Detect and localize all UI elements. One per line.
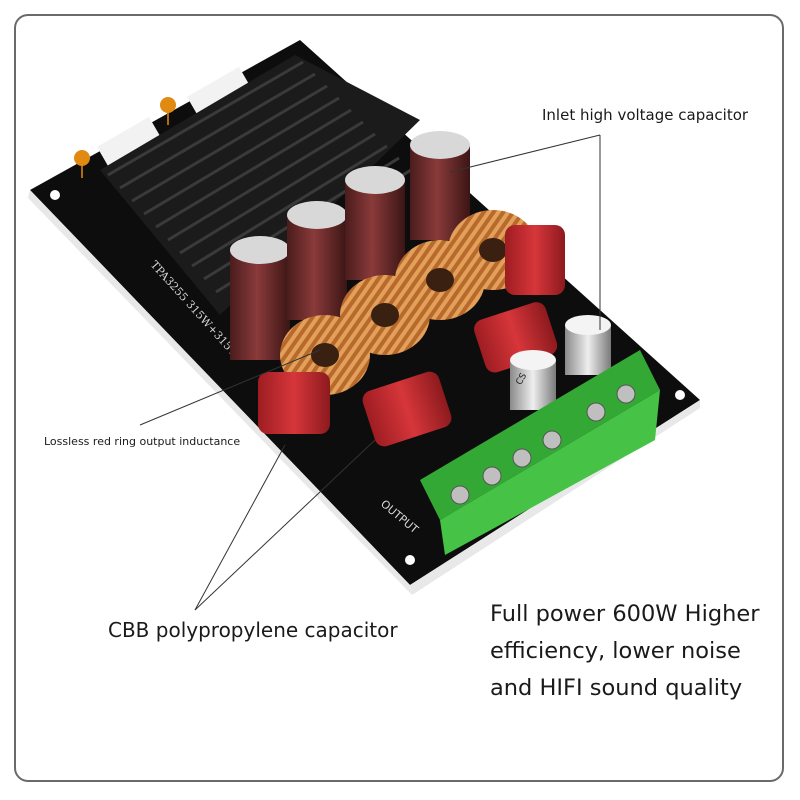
input-connectors [74,66,253,178]
headline-line-2: efficiency, lower noise [490,638,741,664]
headline-line-3: and HIFI sound quality [490,675,743,701]
inlet-capacitor-label: Inlet high voltage capacitor [542,106,749,124]
headline-line-1: Full power 600W Higher [490,601,760,627]
ring-inductance-label: Lossless red ring output inductance [44,435,241,448]
headline-text: Full power 600W Higher efficiency, lower… [490,596,759,707]
output-terminals: OUTPUT [378,350,660,555]
cbb-capacitor-label: CBB polypropylene capacitor [108,618,398,642]
callout-lines [139,134,601,611]
cbb-capacitors [258,225,565,447]
image-frame [14,14,784,782]
inlet-capacitors [230,131,470,360]
